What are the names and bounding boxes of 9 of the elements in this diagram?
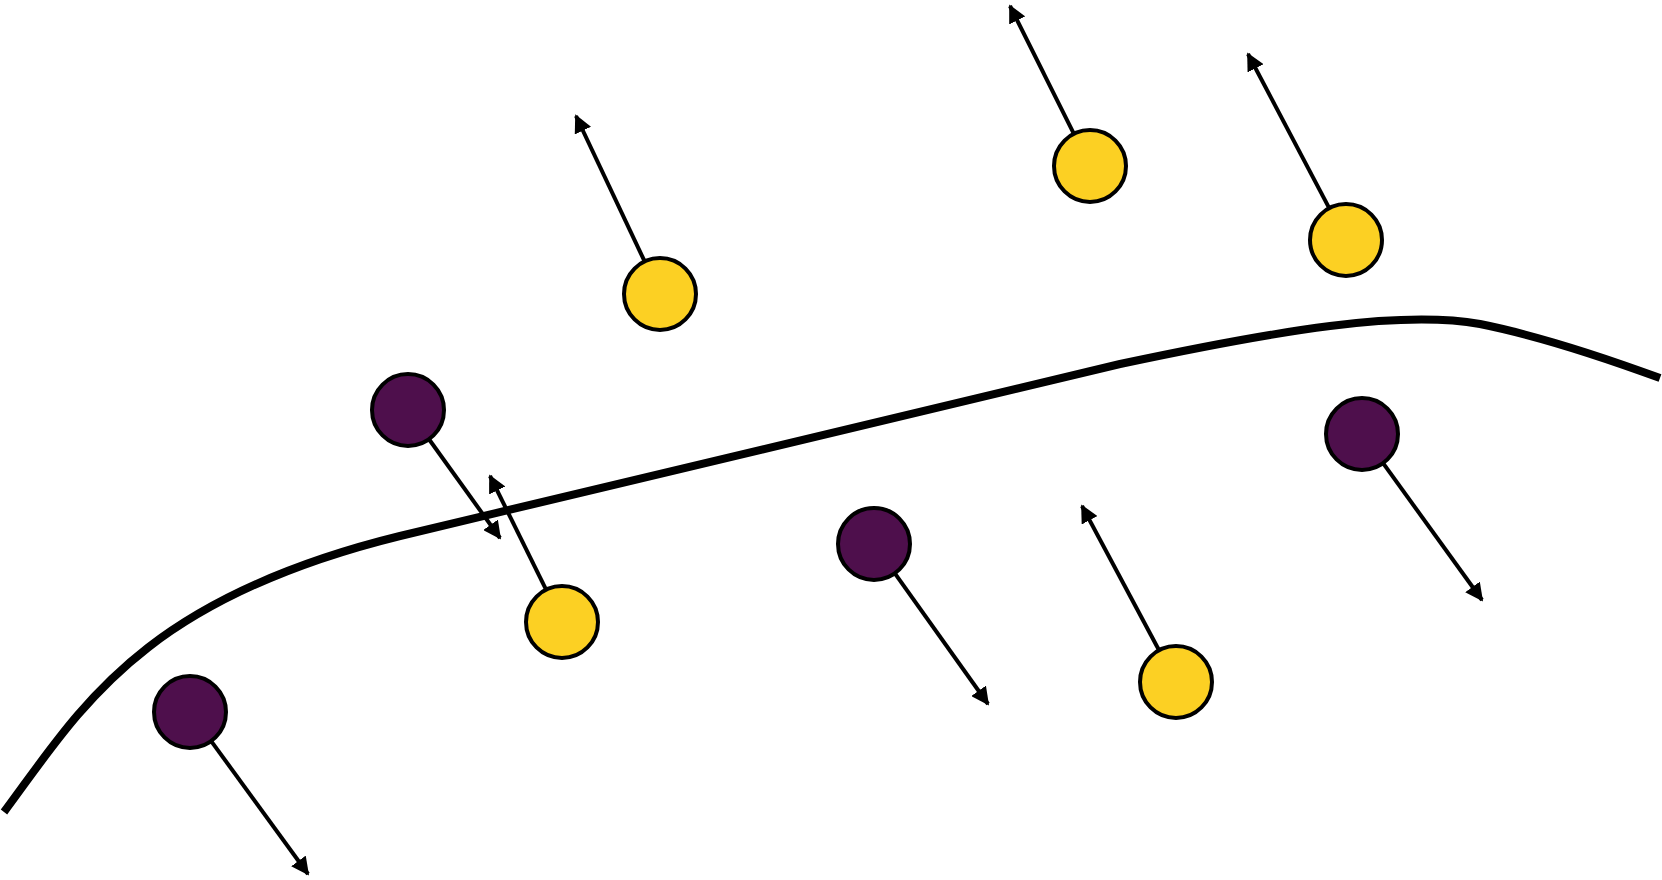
particle-circle xyxy=(1138,644,1214,720)
particle-circle xyxy=(370,372,446,448)
particle-circle xyxy=(622,256,698,332)
particle-circle xyxy=(1052,128,1128,204)
particle-circle xyxy=(1324,396,1400,472)
particle-circle xyxy=(152,674,228,750)
particle-circle xyxy=(524,584,600,660)
particle-circle xyxy=(1308,202,1384,278)
particle-circle xyxy=(836,506,912,582)
